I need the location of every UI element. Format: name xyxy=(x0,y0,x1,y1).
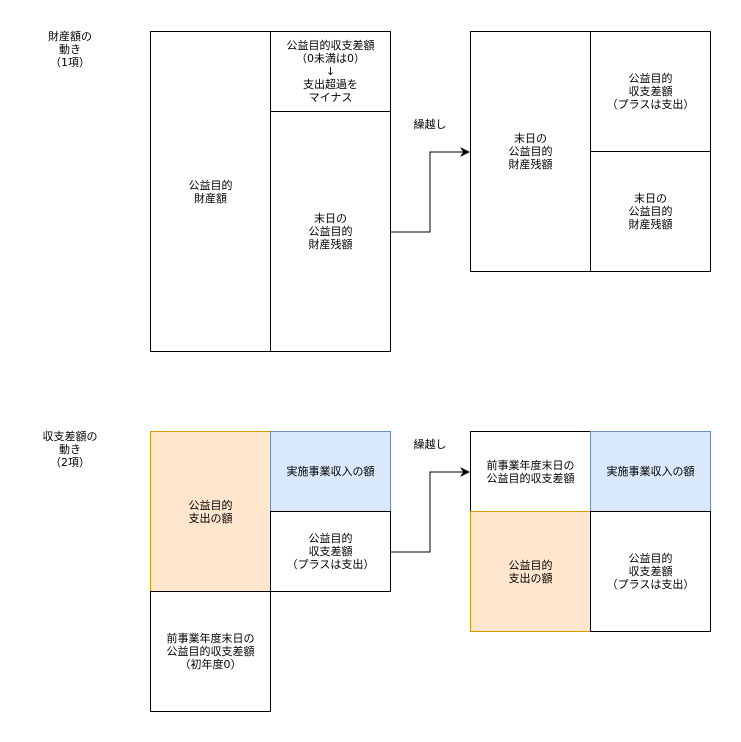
s2-right-prev-balance-box: 前事業年度末日の 公益目的収支差額 xyxy=(470,431,591,512)
s1-left-remaining-box: 末日の 公益目的 財産残額 xyxy=(270,111,391,352)
s2-right-expense-box: 公益目的 支出の額 xyxy=(470,511,591,632)
s1-right-balance-diff-box: 公益目的 収支差額 （プラスは支出） xyxy=(590,31,711,152)
s1-right-remaining-box: 末日の 公益目的 財産残額 xyxy=(470,31,591,272)
s2-right-income-box: 実施事業収入の額 xyxy=(590,431,711,512)
s2-right-balance-diff-box: 公益目的 収支差額 （プラスは支出） xyxy=(590,511,711,632)
s1-left-asset-box: 公益目的 財産額 xyxy=(150,31,271,352)
s1-right-remaining-bottom-box: 末日の 公益目的 財産残額 xyxy=(590,151,711,272)
s2-carry-label: 繰越し xyxy=(413,438,447,451)
s2-left-expense-box: 公益目的 支出の額 xyxy=(150,431,271,592)
s2-left-income-box: 実施事業収入の額 xyxy=(270,431,391,512)
section1-title: 財産額の 動き （1項） xyxy=(48,30,92,69)
s1-carry-arrow xyxy=(391,147,470,233)
section2-title: 収支差額の 動き （2項） xyxy=(42,430,98,469)
s1-left-balance-diff-box: 公益目的収支差額 （0未満は0） ↓ 支出超過を マイナス xyxy=(270,31,391,112)
s1-carry-label: 繰越し xyxy=(413,118,447,131)
s2-carry-arrow xyxy=(391,467,470,553)
s2-left-prev-balance-box: 前事業年度末日の 公益目的収支差額 （初年度0） xyxy=(150,591,271,712)
s2-left-balance-diff-box: 公益目的 収支差額 （プラスは支出） xyxy=(270,511,391,592)
